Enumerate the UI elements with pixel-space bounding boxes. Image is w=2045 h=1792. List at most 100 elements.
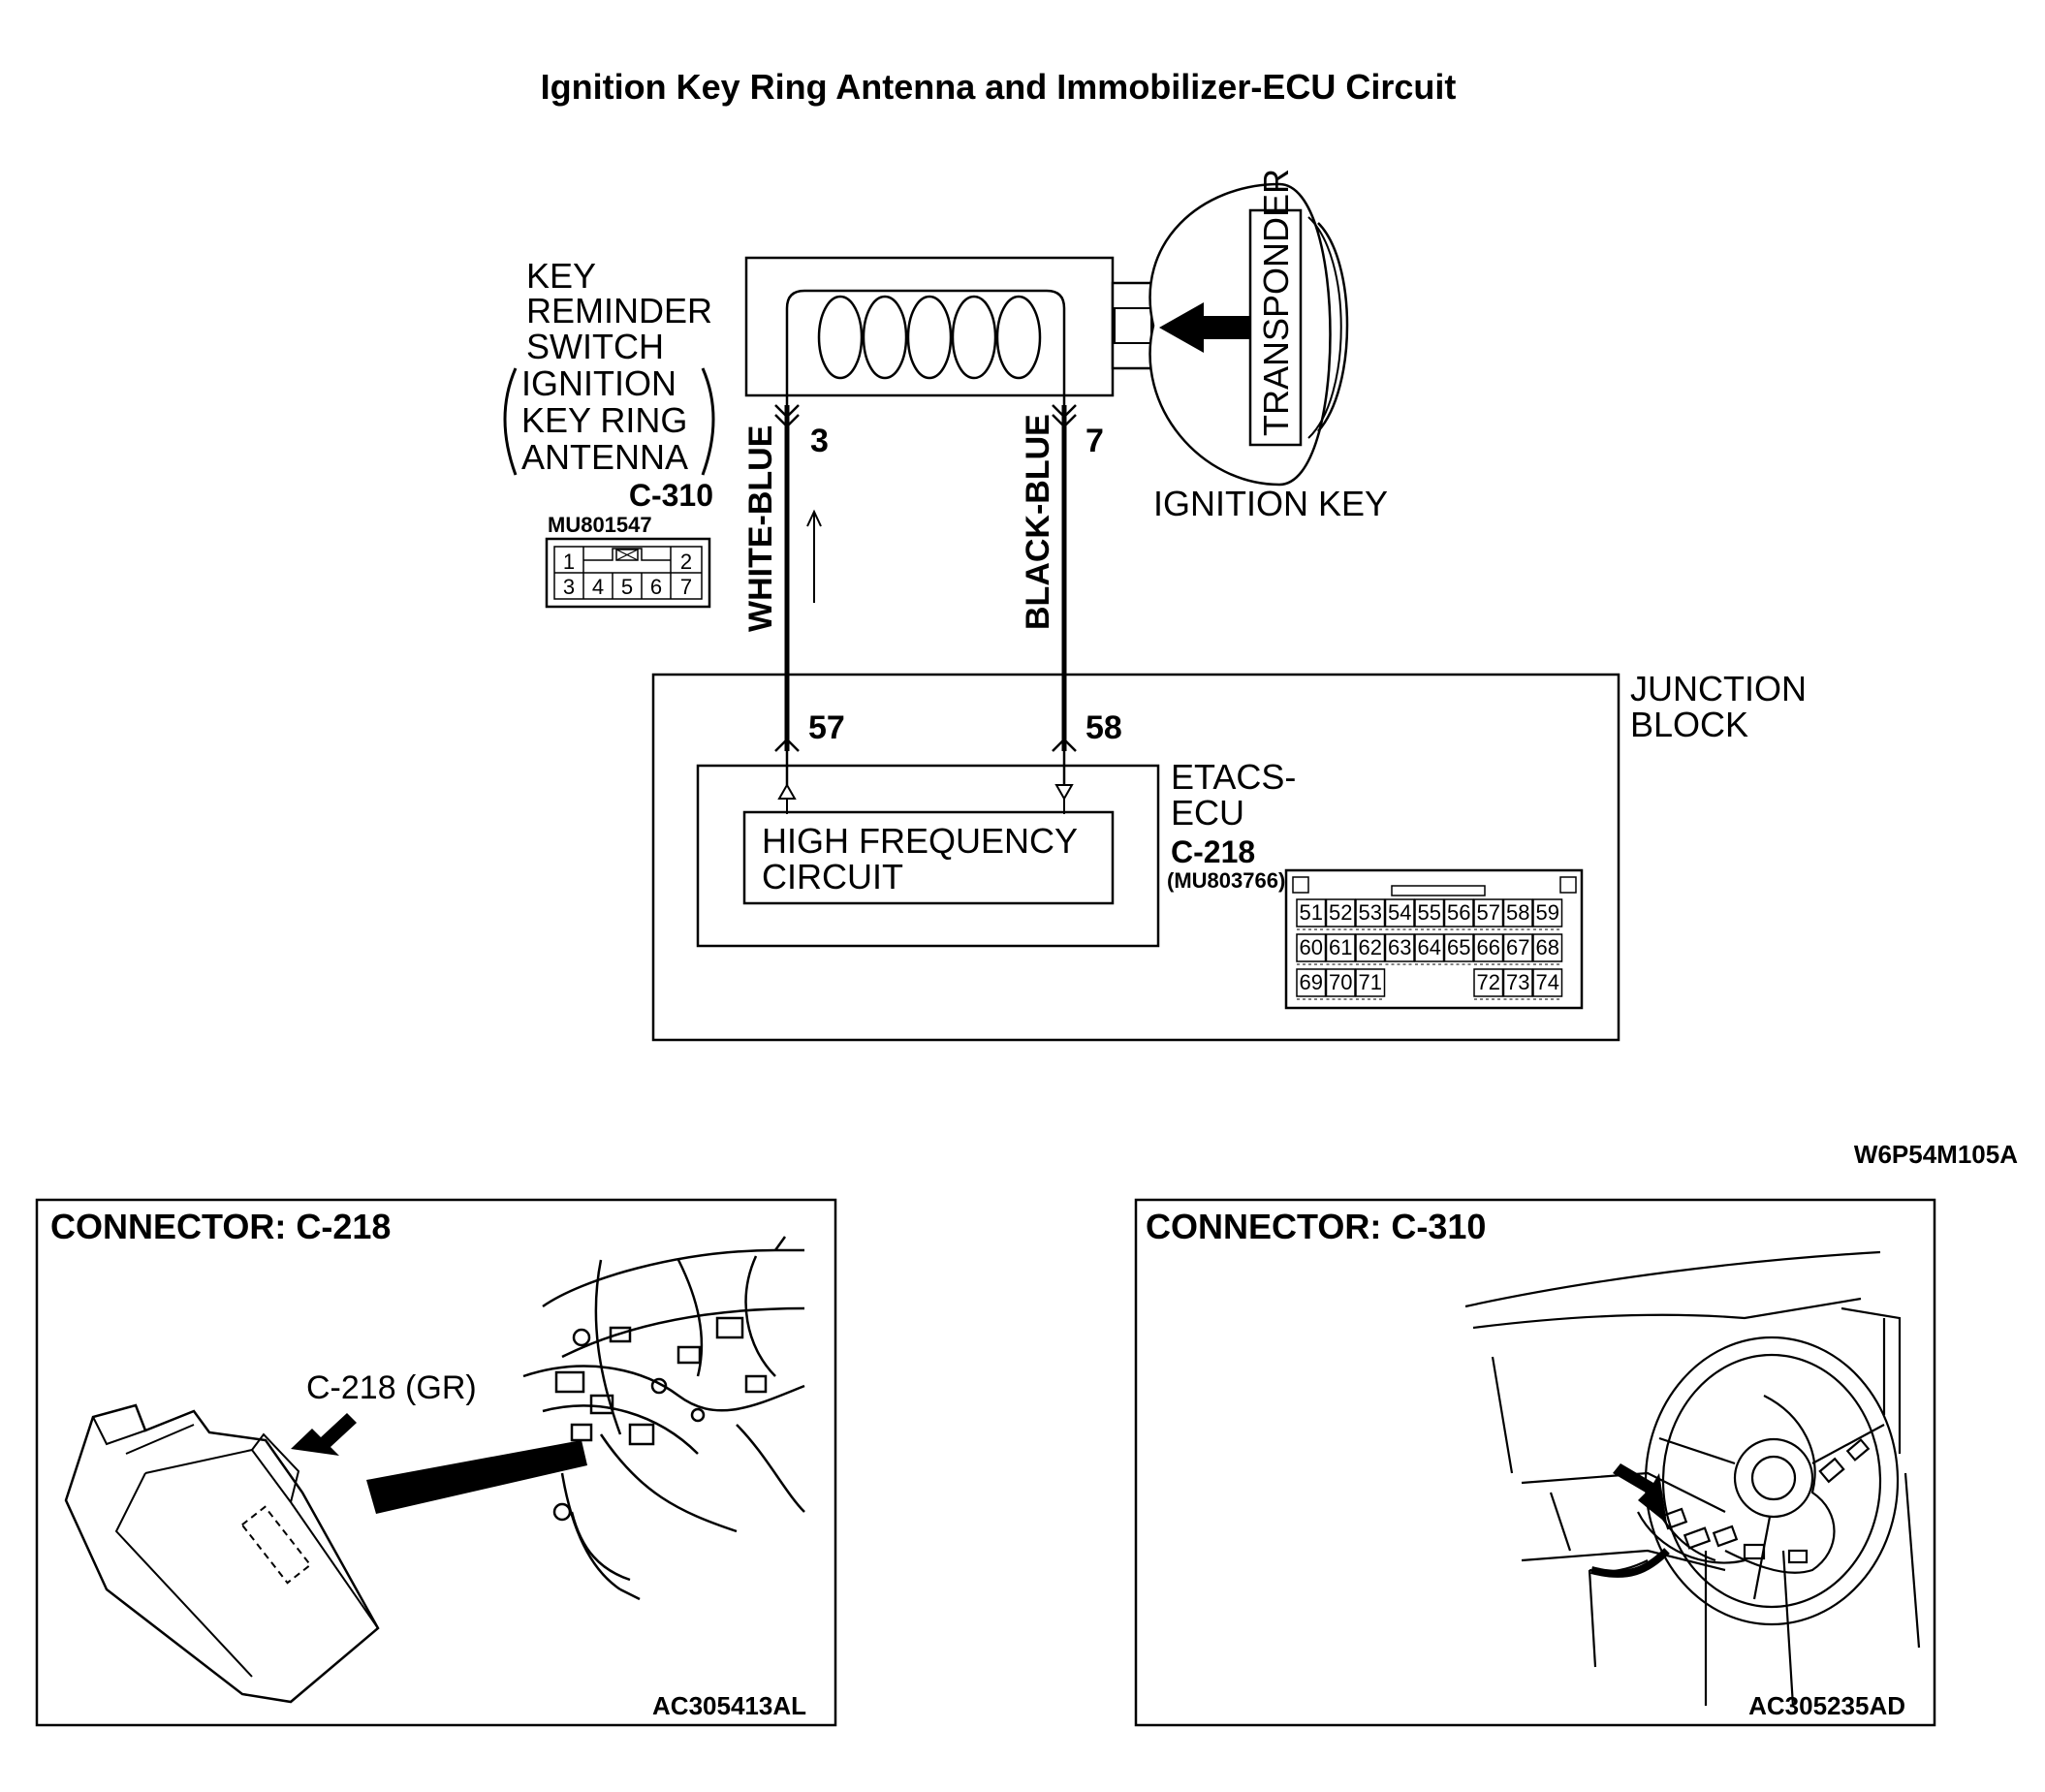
pin-58-label: 58 [1085, 709, 1122, 746]
location-arrow-icon [1613, 1463, 1667, 1524]
c218-pin-number: 62 [1359, 935, 1382, 959]
etacs-label-line: ECU [1171, 793, 1244, 833]
wire-color-white-blue: WHITE-BLUE [742, 425, 779, 632]
antenna-label-line: KEY RING [521, 400, 687, 440]
wire-white-blue [774, 404, 800, 785]
c310-pin: 6 [650, 575, 662, 599]
c218-pin-number: 71 [1359, 970, 1382, 994]
diagram-title: Ignition Key Ring Antenna and Immobilize… [541, 67, 1457, 107]
antenna-label-line: KEY [526, 256, 596, 296]
c218-pin-cell [1473, 933, 1504, 962]
etacs-ecu-box [696, 764, 1160, 948]
junction-block-label-line: JUNCTION [1630, 669, 1807, 708]
antenna-label-line: ANTENNA [521, 437, 688, 477]
pin-3-label: 3 [810, 423, 829, 459]
c218-pin-cell [1384, 933, 1415, 962]
c218-pin-number: 57 [1477, 900, 1500, 925]
circuit-label-line: CIRCUIT [762, 857, 903, 896]
key-insert-arrow-icon [1159, 302, 1250, 353]
signal-direction-arrow-icon [806, 509, 822, 603]
c310-pin: 5 [621, 575, 633, 599]
c218-pin-cell [1355, 933, 1386, 962]
wire-black-blue [1052, 404, 1077, 785]
c218-pin-cell [1414, 933, 1445, 962]
c218-pin-cell [1473, 968, 1504, 997]
c218-pin-cell [1443, 898, 1474, 927]
antenna-connector-id: C-310 [629, 478, 713, 513]
c218-pin-number: 56 [1447, 900, 1470, 925]
ignition-key-label: IGNITION KEY [1153, 484, 1388, 523]
steering-column-drawing [1464, 1250, 1921, 1707]
panel-callout: C-218 (GR) [306, 1369, 477, 1406]
pin-7-label: 7 [1085, 423, 1104, 459]
c218-pin-cell [1296, 933, 1327, 962]
c218-pin-number: 74 [1536, 970, 1559, 994]
c310-pin: 7 [680, 575, 692, 599]
figure-code: W6P54M105A [1854, 1140, 2018, 1169]
panel-code: AC305413AL [652, 1691, 806, 1720]
c218-pin-number: 55 [1418, 900, 1441, 925]
c218-pin-number: 61 [1329, 935, 1352, 959]
c218-pin-number: 60 [1300, 935, 1323, 959]
c218-pin-cell [1355, 898, 1386, 927]
c218-pin-number: 68 [1536, 935, 1559, 959]
right-parenthesis [701, 367, 715, 476]
c218-pin-cell [1502, 898, 1533, 927]
etacs-connector-id: C-218 [1171, 834, 1255, 869]
antenna-label: KEY REMINDER SWITCH IGNITION KEY RING AN… [503, 256, 715, 477]
c218-pin-cell [1325, 968, 1356, 997]
c218-pin-cell [1443, 933, 1474, 962]
connector-c310-face: 1 2 3 4 5 6 7 [545, 537, 711, 609]
junction-block-box [651, 673, 1620, 1042]
c218-pin-number: 69 [1300, 970, 1323, 994]
c218-pin-cell [1502, 933, 1533, 962]
pin-57-label: 57 [808, 709, 845, 746]
transponder-label: TRANSPONDER [1256, 169, 1296, 436]
high-frequency-circuit-box [742, 810, 1115, 905]
c218-pin-cell [1532, 968, 1563, 997]
c218-pin-number: 59 [1536, 900, 1559, 925]
c310-pin: 1 [563, 550, 575, 574]
etacs-ecu-module-drawing [64, 1403, 380, 1704]
c218-pin-number: 54 [1388, 900, 1411, 925]
c218-pin-number: 63 [1388, 935, 1411, 959]
c310-pin: 3 [563, 575, 575, 599]
c218-pin-cell [1325, 898, 1356, 927]
antenna-label-line: IGNITION [521, 363, 676, 403]
c218-pin-number: 53 [1359, 900, 1382, 925]
c310-pin: 2 [680, 550, 692, 574]
c218-pin-cell [1414, 898, 1445, 927]
c218-pin-cell [1296, 898, 1327, 927]
output-terminal-icon [1054, 784, 1074, 814]
c218-pin-number: 66 [1477, 935, 1500, 959]
dashboard-harness-drawing [522, 1236, 805, 1601]
panel-code: AC305235AD [1748, 1691, 1905, 1720]
c218-pin-cell [1325, 933, 1356, 962]
antenna-part-number: MU801547 [548, 513, 652, 537]
input-terminal-icon [777, 782, 797, 814]
c218-pin-number: 65 [1447, 935, 1470, 959]
etacs-part-number: (MU803766) [1167, 868, 1285, 893]
c310-pin: 4 [592, 575, 604, 599]
c218-pin-number: 67 [1506, 935, 1529, 959]
ignition-key: TRANSPONDER [1148, 169, 1349, 487]
c218-pin-cell [1355, 968, 1386, 997]
c218-pin-cell [1473, 898, 1504, 927]
antenna-label-line: REMINDER [526, 291, 712, 330]
panel-title: CONNECTOR: C-310 [1146, 1207, 1486, 1246]
panel-connector-c218: CONNECTOR: C-218 C-218 (GR) [35, 1198, 837, 1727]
c218-pin-number: 52 [1329, 900, 1352, 925]
c218-pin-number: 64 [1418, 935, 1441, 959]
junction-block-label-line: BLOCK [1630, 705, 1748, 744]
c218-pin-number: 70 [1329, 970, 1352, 994]
wire-color-black-blue: BLACK-BLUE [1020, 414, 1056, 630]
c218-pin-cell [1296, 968, 1327, 997]
c218-pin-cell [1532, 933, 1563, 962]
panel-connector-c310: CONNECTOR: C-310 [1134, 1198, 1936, 1727]
c218-pin-cell [1384, 898, 1415, 927]
circuit-label-line: HIGH FREQUENCY [762, 821, 1078, 861]
c218-pin-cell [1532, 898, 1563, 927]
c218-pin-number: 73 [1506, 970, 1529, 994]
